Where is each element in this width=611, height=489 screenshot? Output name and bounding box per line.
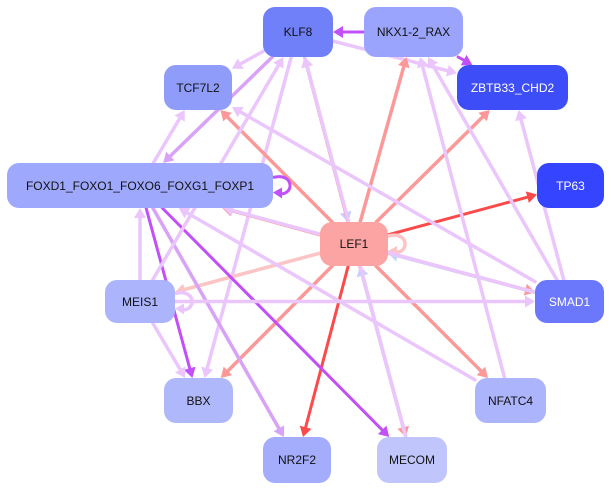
node-tcf7l2[interactable]: TCF7L2 <box>164 65 232 110</box>
edge-lef1-to-nr2f2 <box>299 264 350 437</box>
node-label: MEIS1 <box>121 294 158 309</box>
node-mecom[interactable]: MECOM <box>377 437 447 483</box>
edge-meis1-to-meis1 <box>174 290 194 315</box>
node-meis1[interactable]: MEIS1 <box>105 280 175 323</box>
edge-nkx-to-zbtb33 <box>456 54 473 66</box>
edge-klf8-to-bbx <box>201 55 293 378</box>
node-label: NKX1-2_RAX <box>376 25 451 39</box>
edge-lef1-to-tp63 <box>386 191 537 237</box>
edge-lef1-to-meis1 <box>175 251 322 296</box>
node-nkx1-2-rax[interactable]: NKX1-2_RAX <box>364 7 463 57</box>
node-label: FOXD1_FOXO1_FOXO6_FOXG1_FOXP1 <box>25 178 255 193</box>
edge-meis1-to-bbx <box>150 321 186 378</box>
node-zbtb33-chd2[interactable]: ZBTB33_CHD2 <box>457 65 568 110</box>
node-tp63[interactable]: TP63 <box>537 163 604 208</box>
node-nfatc4[interactable]: NFATC4 <box>475 378 546 423</box>
edge-lef1-to-nfatc4 <box>374 264 488 378</box>
node-label: NR2F2 <box>277 453 316 467</box>
node-label: LEF1 <box>339 237 369 251</box>
node-bbx[interactable]: BBX <box>164 378 233 423</box>
node-label: SMAD1 <box>548 294 591 309</box>
edge-lef1-to-tcf7l2 <box>220 110 334 224</box>
edge-nkx-to-klf8 <box>333 26 366 38</box>
edge-meis1-to-smad1 <box>173 295 535 308</box>
edge-smad1-to-nkx <box>427 57 559 282</box>
edge-lef1-to-bbx <box>220 264 334 378</box>
node-klf8[interactable]: KLF8 <box>263 7 333 57</box>
edge-foxd1-to-mecom <box>160 206 390 437</box>
node-label: MECOM <box>389 453 435 467</box>
edge-smad1-to-tcf7l2 <box>232 106 537 284</box>
node-label: TP63 <box>556 178 585 193</box>
edge-klf8-to-tcf7l2 <box>232 49 265 70</box>
node-lef1[interactable]: LEF1 <box>320 222 388 266</box>
edge-foxd1-to-foxd1 <box>272 175 292 199</box>
edge-lef1-to-nkx <box>358 57 410 224</box>
node-label: NFATC4 <box>487 393 534 408</box>
edge-nfatc4-to-foxd1 <box>178 207 477 382</box>
node-label: TCF7L2 <box>176 80 220 95</box>
node-label: BBX <box>186 393 211 408</box>
node-foxd1-group[interactable]: FOXD1_FOXO1_FOXO6_FOXG1_FOXP1 <box>7 163 273 208</box>
edge-lef1-to-zbtb33 <box>374 110 490 224</box>
edge-foxd1-to-tcf7l2 <box>151 110 185 165</box>
node-label: KLF8 <box>283 25 313 39</box>
edge-meis1-to-foxd1 <box>134 208 146 282</box>
edge-nfatc4-to-nkx <box>416 57 507 380</box>
node-smad1[interactable]: SMAD1 <box>535 280 604 323</box>
node-label: ZBTB33_CHD2 <box>470 80 555 95</box>
node-nr2f2[interactable]: NR2F2 <box>263 437 331 483</box>
